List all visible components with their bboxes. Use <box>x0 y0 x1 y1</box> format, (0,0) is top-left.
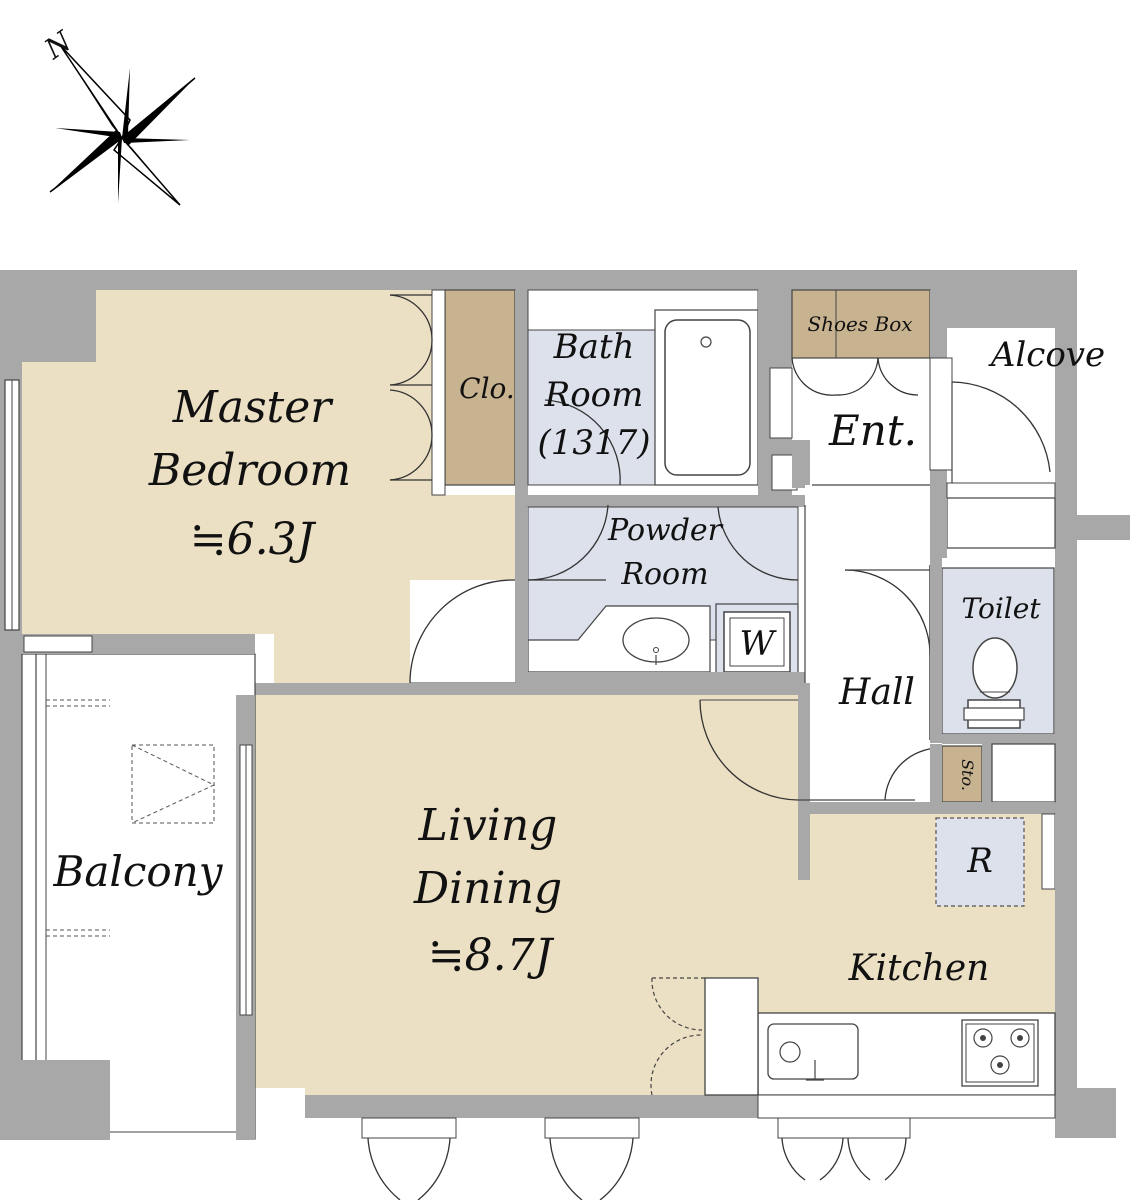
shoes-box-label: Shoes Box <box>807 312 912 336</box>
closet-label: Clo. <box>459 372 515 405</box>
kitchen-sink-icon <box>767 1023 859 1080</box>
toilet-label: Toilet <box>961 592 1041 625</box>
master-bedroom-label: Master <box>172 382 335 433</box>
entrance-door <box>951 381 1051 473</box>
powder-room-label: Powder <box>607 513 724 548</box>
washer-label: W <box>740 624 778 664</box>
entrance-label: Ent. <box>828 406 917 455</box>
closet-doors <box>389 294 433 481</box>
stove-icon <box>961 1019 1039 1087</box>
living-dining-kitchen-floor <box>255 695 1055 1095</box>
living-hall-door <box>699 699 799 801</box>
bottom-windows <box>361 1117 911 1200</box>
alcove-label: Alcove <box>988 335 1105 375</box>
pantry-doors <box>650 977 705 1096</box>
living-dining-label: Living <box>418 800 558 851</box>
closet-area <box>444 289 516 486</box>
master-bedroom-size: ≒6.3J <box>190 514 317 565</box>
washer-icon <box>723 611 791 673</box>
master-bedroom-floor <box>22 290 515 683</box>
powder-room-doors <box>527 504 799 581</box>
bathroom-floor <box>527 329 656 486</box>
entrance-door-frame <box>929 357 953 471</box>
bathroom-label-2: Room <box>544 375 644 415</box>
refrigerator <box>935 817 1025 907</box>
toilet-icon <box>963 637 1025 729</box>
master-bedroom-label-2: Bedroom <box>148 445 351 496</box>
balcony-label: Balcony <box>53 847 224 896</box>
master-bedroom-area <box>0 270 515 683</box>
shoes-box-doors <box>791 357 919 396</box>
refrigerator-label: R <box>966 841 993 881</box>
hall-toilet-door <box>844 569 931 656</box>
air-conditioner-unit <box>131 744 216 824</box>
kitchen-label: Kitchen <box>848 948 990 989</box>
storage-label: Sto. <box>958 759 977 791</box>
bathtub-icon <box>664 319 751 476</box>
bathroom-door <box>544 399 621 486</box>
living-dining-size: ≒8.7J <box>428 930 555 981</box>
living-dining-label-2: Dining <box>413 863 562 914</box>
bedroom-door <box>409 579 516 684</box>
hall-label: Hall <box>838 672 915 713</box>
compass-rose-icon <box>49 44 196 206</box>
powder-room-label-2: Room <box>620 557 708 592</box>
shoes-box <box>791 289 931 359</box>
bathroom-code: (1317) <box>537 423 650 463</box>
balcony-floor <box>21 653 256 1140</box>
bathroom-label: Bath <box>553 327 635 367</box>
